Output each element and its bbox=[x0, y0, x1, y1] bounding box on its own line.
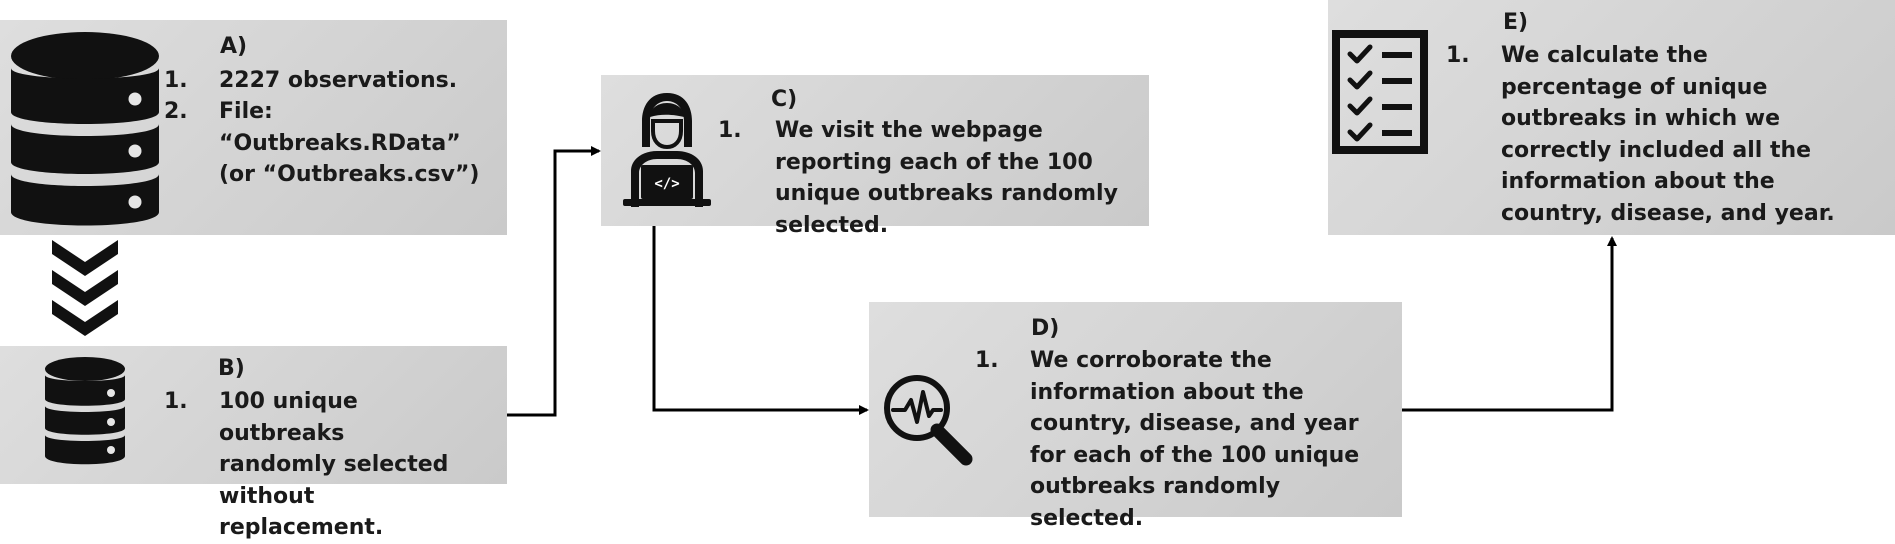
database-icon bbox=[11, 32, 159, 226]
step-a-item: 1. 2227 observations. bbox=[164, 65, 504, 97]
item-number: 1. bbox=[718, 118, 742, 143]
step-e-box: E) 1. We calculate the percentage of uni… bbox=[1328, 0, 1895, 235]
item-number: 2. bbox=[164, 99, 188, 124]
step-a-label: A) bbox=[220, 34, 248, 59]
item-number: 1. bbox=[164, 389, 188, 414]
step-c-item: 1. We visit the webpage reporting each o… bbox=[718, 115, 1138, 241]
item-text: We corroborate the information about the… bbox=[1030, 348, 1360, 531]
step-d-item: 1. We corroborate the information about … bbox=[975, 345, 1400, 534]
item-text: File: “Outbreaks.RData” (or “Outbreaks.c… bbox=[219, 99, 480, 187]
item-text: 2227 observations. bbox=[219, 68, 458, 93]
connector-d-to-e bbox=[1402, 236, 1617, 412]
step-a-box: A) 1. 2227 observations. 2. File: “Outbr… bbox=[0, 20, 507, 235]
chevron-down-icon bbox=[52, 240, 118, 336]
connector-c-to-d bbox=[652, 226, 869, 415]
item-number: 1. bbox=[975, 348, 999, 373]
item-number: 1. bbox=[1446, 43, 1470, 68]
step-a-item: 2. File: “Outbreaks.RData” (or “Outbreak… bbox=[164, 96, 504, 191]
step-d-label: D) bbox=[1031, 316, 1060, 341]
checklist-icon bbox=[1332, 30, 1428, 154]
developer-laptop-icon: </> bbox=[623, 93, 711, 207]
step-b-label: B) bbox=[218, 356, 245, 381]
step-e-item: 1. We calculate the percentage of unique… bbox=[1446, 40, 1856, 229]
step-c-label: C) bbox=[771, 87, 798, 112]
magnifier-pulse-icon bbox=[884, 375, 973, 466]
svg-text:</>: </> bbox=[654, 176, 679, 192]
connector-b-to-c bbox=[507, 146, 601, 417]
item-text: We visit the webpage reporting each of t… bbox=[775, 118, 1118, 238]
connector-lines bbox=[507, 146, 1617, 417]
item-text: We calculate the percentage of unique ou… bbox=[1501, 43, 1835, 226]
step-d-box: D) 1. We corroborate the information abo… bbox=[869, 302, 1402, 531]
item-number: 1. bbox=[164, 68, 188, 93]
step-b-box: B) 1. 100 unique outbreaks randomly sele… bbox=[0, 346, 507, 540]
database-icon bbox=[45, 357, 125, 465]
step-e-label: E) bbox=[1503, 10, 1529, 35]
step-c-box: </> C) 1. We visit the webpage reporting… bbox=[601, 75, 1149, 238]
